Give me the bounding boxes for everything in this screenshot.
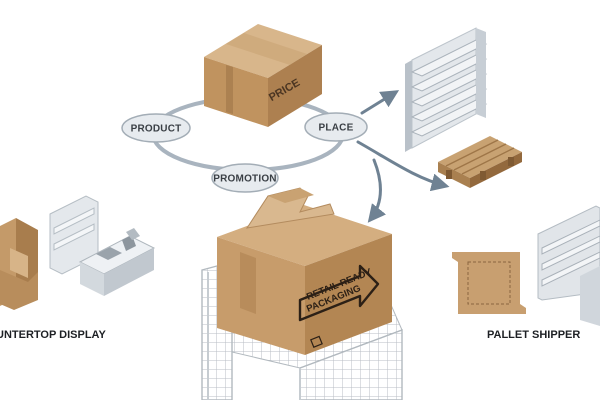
node-promotion-label: PROMOTION (213, 174, 276, 185)
node-promotion: PROMOTION (211, 163, 279, 193)
node-place-label: PLACE (319, 123, 354, 134)
pallet-shipper-shelves (537, 205, 600, 326)
wooden-pallet (438, 136, 522, 188)
node-product: PRODUCT (121, 113, 191, 143)
node-product-label: PRODUCT (131, 124, 182, 135)
retail-ready-box: RETAIL READY PACKAGING (217, 187, 392, 355)
pos-counter (49, 195, 156, 296)
node-place: PLACE (304, 112, 368, 142)
price-box: PRICE (204, 24, 322, 127)
place-arrows (356, 90, 450, 223)
arrow-to-shelf (360, 90, 400, 115)
arrow-to-pallet (356, 140, 450, 192)
countertop-display-caption: UNTERTOP DISPLAY (0, 329, 106, 341)
pallet-shipper-dieline (452, 252, 526, 314)
shelving-unit (405, 27, 488, 152)
arrow-to-retail-box (367, 158, 387, 223)
pallet-shipper-caption: PALLET SHIPPER (487, 329, 581, 341)
countertop-display-stand (0, 218, 38, 310)
